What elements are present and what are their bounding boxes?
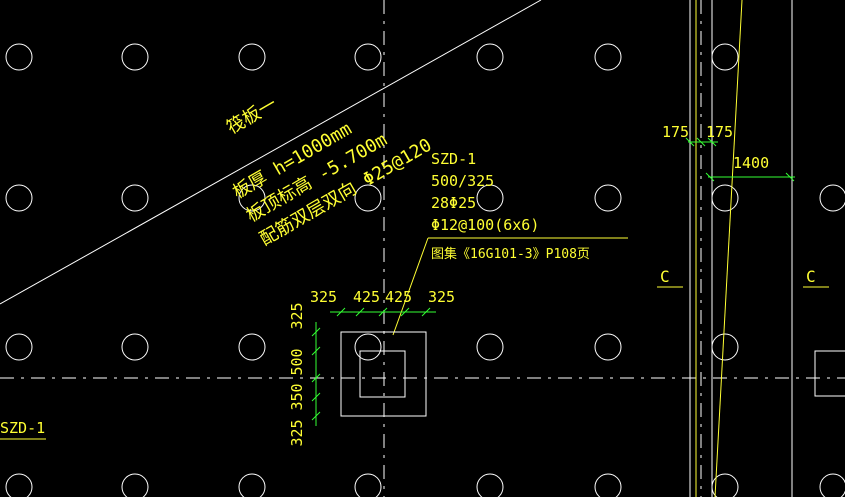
column-leader-line <box>392 237 429 336</box>
pile-circle <box>238 473 266 497</box>
pile-circle <box>5 333 33 361</box>
dim-tick <box>421 307 431 317</box>
pile-circle <box>121 43 149 71</box>
wall-dim-ticks-width <box>705 172 795 182</box>
pile-circle <box>594 473 622 497</box>
pile-circle <box>594 43 622 71</box>
pile-circle <box>354 333 382 361</box>
dim-tick <box>311 392 321 402</box>
dim-tick <box>355 307 365 317</box>
pile-circle <box>354 473 382 497</box>
left-column-label: SZD-1 <box>0 419 45 437</box>
section-mark-left: C <box>660 267 670 286</box>
pile-circle <box>594 184 622 212</box>
wall-line-yellow-slanted <box>714 0 743 497</box>
slab-note: 筏板一 板厚 h=1000mm 板顶标高 -5.700m 配筋双层双向 Φ25@… <box>223 94 435 251</box>
pile-circle <box>819 184 845 212</box>
pile-circle <box>121 184 149 212</box>
pile-circle <box>476 43 504 71</box>
vertical-dim-label: 350 <box>288 383 306 410</box>
horizontal-dim-label: 425 <box>385 288 412 306</box>
column-id: SZD-1 <box>431 150 476 168</box>
column-reference: 图集《16G101-3》P108页 <box>431 246 590 262</box>
edge-column-outline <box>814 350 845 397</box>
dim-tick <box>311 327 321 337</box>
pile-circle <box>476 473 504 497</box>
wall-dim-right: 175 <box>706 123 733 141</box>
column-note: SZD-1 500/325 28Φ25 Φ12@100(6x6) 图集《16G1… <box>431 150 590 262</box>
pile-circle <box>476 333 504 361</box>
pile-circle <box>711 43 739 71</box>
dim-tick <box>311 373 321 383</box>
pile-circle <box>238 43 266 71</box>
horizontal-dim-label: 325 <box>428 288 455 306</box>
horizontal-dim-label: 425 <box>353 288 380 306</box>
slab-edge-line <box>0 0 542 305</box>
vertical-dim-label: 500 <box>288 348 306 375</box>
pile-circle <box>711 184 739 212</box>
slab-title: 筏板一 <box>223 94 280 139</box>
pile-circle <box>5 184 33 212</box>
pile-circle <box>354 184 382 212</box>
horizontal-dim-label: 325 <box>310 288 337 306</box>
section-mark-right: C <box>806 267 816 286</box>
wall-dim-width: 1400 <box>733 154 769 172</box>
horizontal-dimension-chain: 325 425 425 325 <box>310 288 455 317</box>
vertical-dim-label: 325 <box>288 419 306 446</box>
pile-circles <box>5 43 845 497</box>
vertical-dim-label: 325 <box>288 302 306 329</box>
vertical-dimension-chain: 325 500 350 325 <box>288 302 321 447</box>
pile-circle <box>476 184 504 212</box>
dim-tick <box>311 346 321 356</box>
pile-circle <box>121 333 149 361</box>
pile-cap-outline <box>340 331 427 417</box>
pile-circle <box>354 43 382 71</box>
wall-dim-left: 175 <box>662 123 689 141</box>
pile-circle <box>594 333 622 361</box>
pile-circle <box>5 473 33 497</box>
pile-circle <box>238 333 266 361</box>
column-outline <box>359 350 406 398</box>
pile-circle <box>238 184 266 212</box>
dim-tick <box>378 307 388 317</box>
dim-tick <box>400 307 410 317</box>
pile-circle <box>121 473 149 497</box>
pile-circle <box>711 333 739 361</box>
pile-circle <box>819 473 845 497</box>
pile-circle <box>5 43 33 71</box>
wall-dim-ticks-top <box>685 137 717 147</box>
dim-tick <box>336 307 346 317</box>
dim-tick <box>311 411 321 421</box>
column-stirrups: Φ12@100(6x6) <box>431 216 539 234</box>
column-section: 500/325 <box>431 172 494 190</box>
column-main-bars: 28Φ25 <box>431 194 476 212</box>
